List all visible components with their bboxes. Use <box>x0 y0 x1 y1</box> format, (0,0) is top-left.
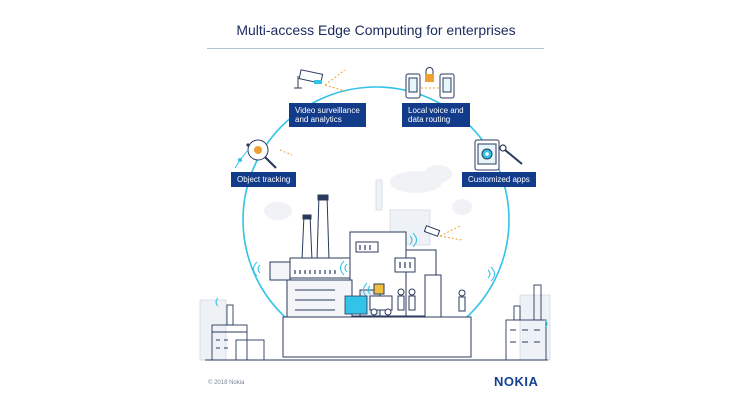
nokia-logo: NOKIA <box>494 374 539 389</box>
copyright: © 2018 Nokia <box>208 380 245 386</box>
lock-icon <box>421 67 439 89</box>
label-customized-apps: Customized apps <box>462 172 536 187</box>
label-object-tracking: Object tracking <box>231 172 297 187</box>
label-video-line2: and analytics <box>295 115 342 124</box>
wall-camera-icon <box>423 225 463 241</box>
background-buildings <box>199 179 551 361</box>
chimneys <box>301 194 330 261</box>
title-divider <box>207 48 544 49</box>
forklift <box>369 283 393 316</box>
factory-windows <box>294 245 411 274</box>
tablet-gear-icon <box>474 139 500 171</box>
page-title: Multi-access Edge Computing for enterpri… <box>236 22 516 38</box>
label-video-line1: Video surveillance <box>295 106 360 115</box>
label-voice-line1: Local voice and <box>408 106 464 115</box>
label-voice-line2: data routing <box>408 115 451 124</box>
label-local-voice: Local voice and data routing <box>402 103 470 127</box>
label-video-surveillance: Video surveillance and analytics <box>289 103 366 127</box>
factory-platform <box>282 316 472 358</box>
edge-server-box <box>344 295 368 315</box>
workers <box>397 288 466 312</box>
connector-dashes <box>279 69 349 156</box>
factory-main <box>269 231 442 318</box>
clouds <box>264 165 472 220</box>
wrench-icon <box>499 144 523 165</box>
magnifier-icon <box>234 139 277 169</box>
camera-icon <box>294 69 324 89</box>
smartphone-icon <box>405 73 455 99</box>
